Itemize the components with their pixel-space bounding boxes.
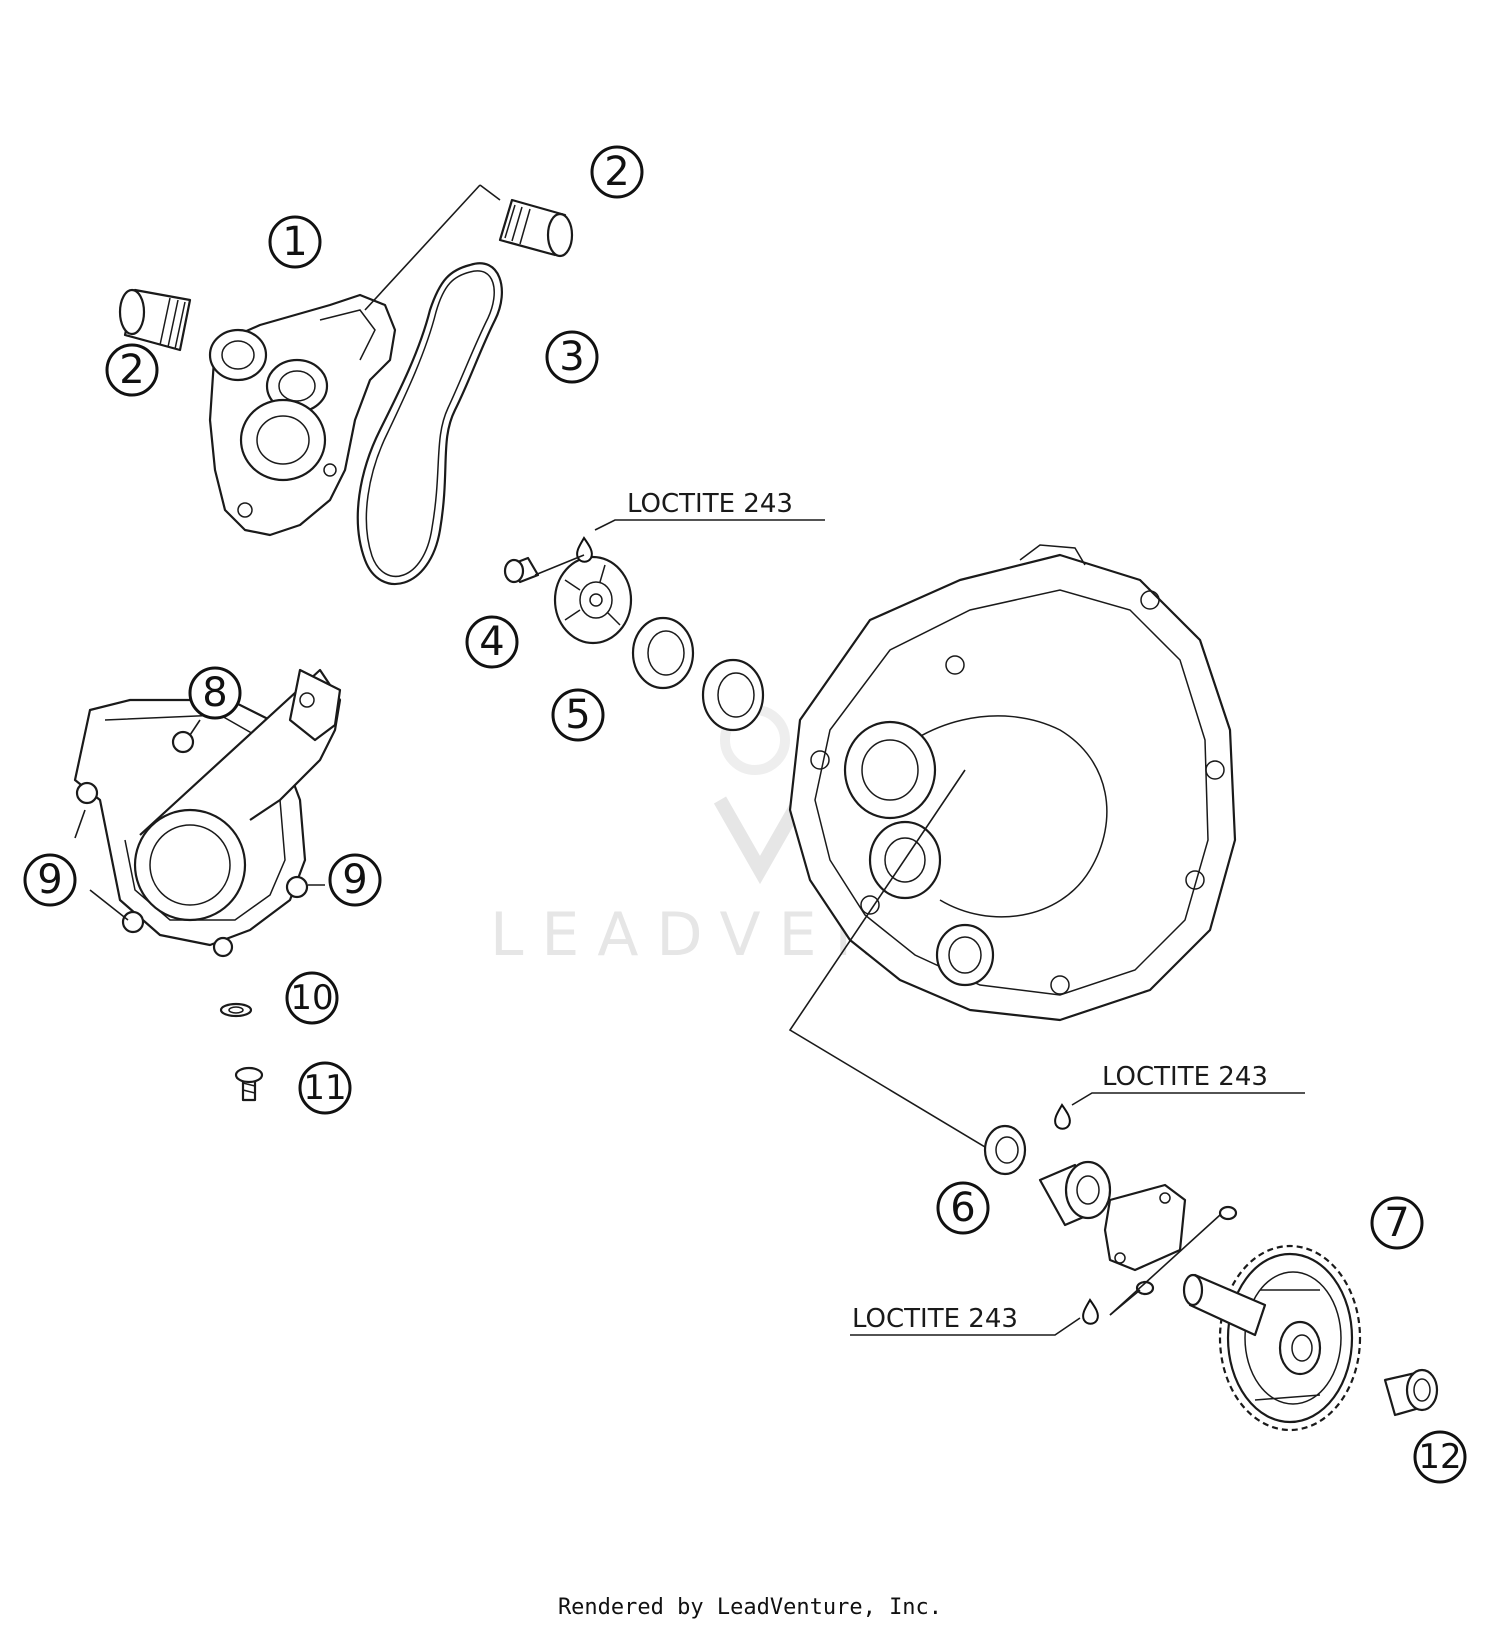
loctite-note: LOCTITE 243 — [627, 489, 793, 519]
drain-screw[interactable] — [234, 1066, 264, 1102]
callout-6[interactable]: 6 — [936, 1181, 990, 1235]
callout-label: 4 — [479, 619, 504, 665]
leader-line — [594, 519, 825, 531]
leader-line — [89, 889, 129, 921]
loctite-drop-icon — [576, 536, 593, 563]
water-pump-housing[interactable] — [208, 293, 397, 537]
shaft-seal-ring[interactable] — [631, 616, 695, 690]
loctite-drop-icon — [1082, 1298, 1099, 1325]
callout-11[interactable]: 11 — [298, 1061, 352, 1115]
ball-bearing[interactable] — [1038, 1160, 1112, 1227]
loctite-note: LOCTITE 243 — [1102, 1062, 1268, 1092]
callout-10[interactable]: 10 — [285, 971, 339, 1025]
water-pump-cover[interactable] — [73, 668, 342, 958]
leader-line — [1109, 1289, 1141, 1316]
leader-line — [850, 1317, 1081, 1336]
leader-line — [479, 184, 501, 201]
callout-1[interactable]: 1 — [268, 215, 322, 269]
hose-nipple-upper[interactable] — [498, 198, 574, 258]
shaft-seal-ring[interactable] — [701, 658, 765, 732]
callout-9[interactable]: 9 — [23, 853, 77, 907]
callout-label: 7 — [1384, 1200, 1409, 1246]
callout-label: 1 — [282, 219, 307, 265]
bearing-cover-plate[interactable] — [1103, 1183, 1187, 1272]
leader-line — [189, 719, 201, 736]
callout-5[interactable]: 5 — [551, 688, 605, 742]
callout-12[interactable]: 12 — [1413, 1430, 1467, 1484]
callout-label: 2 — [119, 347, 144, 393]
o-ring-gasket[interactable] — [356, 262, 503, 586]
callout-label: 8 — [202, 670, 227, 716]
leader-line — [74, 809, 86, 839]
callout-label: 6 — [950, 1185, 975, 1231]
footer-credit: Rendered by LeadVenture, Inc. — [557, 1595, 943, 1620]
impeller-screw[interactable] — [503, 556, 540, 584]
leader-line — [364, 184, 481, 311]
callout-8[interactable]: 8 — [188, 666, 242, 720]
callout-label: 2 — [604, 149, 629, 195]
loctite-note: LOCTITE 243 — [852, 1304, 1018, 1334]
sealing-washer[interactable] — [219, 1002, 253, 1018]
water-pump-gear-shaft[interactable] — [1182, 1244, 1362, 1432]
shaft-seal[interactable] — [983, 1124, 1027, 1176]
callout-label: 9 — [342, 857, 367, 903]
impeller[interactable] — [553, 555, 633, 645]
loctite-drop-icon — [1054, 1103, 1071, 1130]
callout-9[interactable]: 9 — [328, 853, 382, 907]
leader-line — [1071, 1092, 1305, 1106]
callout-7[interactable]: 7 — [1370, 1196, 1424, 1250]
cover-screw[interactable] — [1135, 1205, 1238, 1296]
needle-bearing[interactable] — [1383, 1368, 1439, 1417]
callout-label: 5 — [565, 692, 590, 738]
hose-nipple-lower[interactable] — [118, 288, 192, 352]
callout-label: 9 — [37, 857, 62, 903]
leader-line — [1109, 1214, 1221, 1316]
callout-3[interactable]: 3 — [545, 330, 599, 384]
callout-2[interactable]: 2 — [590, 145, 644, 199]
callout-label: 10 — [290, 978, 333, 1018]
callout-label: 3 — [559, 334, 584, 380]
callout-4[interactable]: 4 — [465, 615, 519, 669]
leader-line — [788, 769, 991, 1151]
leader-line — [534, 554, 585, 576]
callout-2[interactable]: 2 — [105, 343, 159, 397]
callout-label: 11 — [303, 1068, 346, 1108]
callout-label: 12 — [1418, 1437, 1461, 1477]
